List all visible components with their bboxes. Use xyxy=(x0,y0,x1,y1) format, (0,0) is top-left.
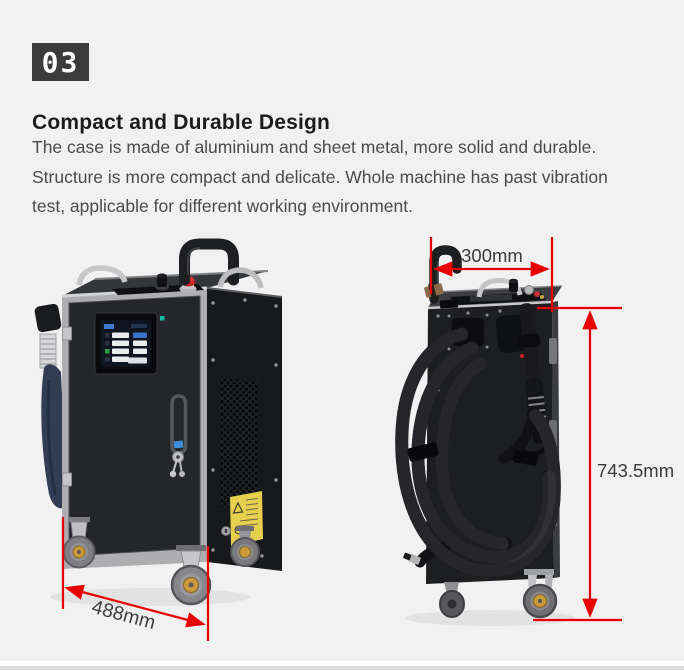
panel-screws xyxy=(211,298,278,558)
hose-strap-icon xyxy=(512,450,539,466)
metal-handle-icon xyxy=(217,267,264,289)
hose-connector-icon xyxy=(403,552,421,565)
machine-side-photo xyxy=(395,245,575,626)
caster-wheel-icon xyxy=(62,517,96,569)
dimension-annotations xyxy=(61,237,622,641)
key-lock-icon xyxy=(169,451,185,478)
caster-wheel-icon xyxy=(230,526,260,567)
touchscreen-display xyxy=(94,312,158,375)
section-description: The case is made of aluminium and sheet … xyxy=(32,133,608,222)
section-title: Compact and Durable Design xyxy=(32,111,331,135)
indicator-led-icon xyxy=(160,316,165,321)
metal-handle-icon xyxy=(76,265,128,286)
dimension-arrow-depth xyxy=(64,584,206,628)
power-knob-icon xyxy=(155,273,169,291)
description-line: The case is made of aluminium and sheet … xyxy=(32,137,597,157)
bottom-divider xyxy=(0,661,684,666)
section-number-badge: 03 xyxy=(32,43,89,81)
hinge-icon xyxy=(62,326,72,341)
machine-front-photo xyxy=(34,238,283,606)
section-number: 03 xyxy=(41,45,80,79)
next-section-edge xyxy=(0,666,684,670)
description-line: Structure is more compact and delicate. … xyxy=(32,166,608,187)
description-line: test, applicable for different working e… xyxy=(32,196,413,216)
hose-strap-icon xyxy=(407,442,439,462)
hinge-icon xyxy=(62,472,72,487)
fiber-hose-coil-icon xyxy=(395,327,561,578)
carry-handle-icon xyxy=(179,238,239,286)
dimension-label-width: 300mm xyxy=(461,245,523,266)
dimension-label-height: 743.5mm xyxy=(597,460,675,481)
caster-wheel-icon xyxy=(522,569,558,619)
ventilation-grille-icon xyxy=(221,377,257,507)
caster-wheel-icon xyxy=(439,582,465,618)
side-hanging-gear-icon xyxy=(34,303,68,509)
